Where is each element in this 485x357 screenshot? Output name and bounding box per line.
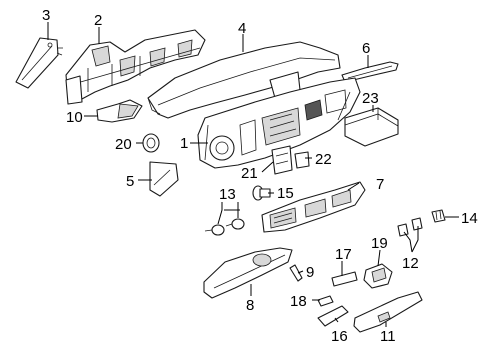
callout-5: 5 xyxy=(126,173,134,190)
callout-20: 20 xyxy=(115,136,132,153)
part-23-storage-box xyxy=(344,107,399,147)
part-17-clip xyxy=(331,271,358,287)
callout-10: 10 xyxy=(66,109,83,126)
callouts: 3 2 4 6 10 23 1 20 5 21 22 7 13 15 14 12… xyxy=(42,7,478,345)
callout-19: 19 xyxy=(371,235,388,252)
part-11-door-panel xyxy=(353,291,423,333)
part-16-clip xyxy=(317,305,349,327)
callout-6: 6 xyxy=(362,40,370,57)
callout-23: 23 xyxy=(362,90,379,107)
leader-lines xyxy=(47,22,459,327)
callout-1: 1 xyxy=(180,135,188,152)
part-1-instrument-panel xyxy=(197,77,361,169)
part-8-lower-trim xyxy=(203,247,293,299)
callout-8: 8 xyxy=(246,297,254,314)
callout-12: 12 xyxy=(402,255,419,272)
part-20-knob xyxy=(142,133,160,153)
part-2-dash-frame xyxy=(65,29,206,105)
callout-11: 11 xyxy=(380,328,396,345)
callout-22: 22 xyxy=(315,151,332,168)
callout-4: 4 xyxy=(238,20,246,37)
part-12-switches xyxy=(397,217,423,237)
part-19-latch xyxy=(363,263,393,289)
callout-18: 18 xyxy=(290,293,307,310)
callout-7: 7 xyxy=(376,176,384,193)
callout-16: 16 xyxy=(331,328,348,345)
part-14-switch xyxy=(431,209,446,223)
callout-15: 15 xyxy=(277,185,294,202)
part-22-clip xyxy=(294,151,310,169)
callout-21: 21 xyxy=(241,165,258,182)
callout-3: 3 xyxy=(42,7,50,24)
part-7-trim-panel xyxy=(261,181,366,233)
part-18-bumper xyxy=(317,295,334,307)
part-9-pin xyxy=(289,264,303,282)
callout-13: 13 xyxy=(219,186,236,203)
part-3-bracket xyxy=(15,37,63,89)
callout-17: 17 xyxy=(335,246,352,263)
part-4-dash-pad xyxy=(147,41,341,119)
callout-14: 14 xyxy=(461,210,478,227)
callout-2: 2 xyxy=(94,12,102,29)
part-10-vent xyxy=(96,99,143,123)
part-21-bracket xyxy=(271,145,293,175)
part-15-bulb xyxy=(252,185,271,201)
part-13-sockets xyxy=(204,218,245,236)
callout-9: 9 xyxy=(306,264,314,281)
part-5-panel xyxy=(149,161,179,197)
